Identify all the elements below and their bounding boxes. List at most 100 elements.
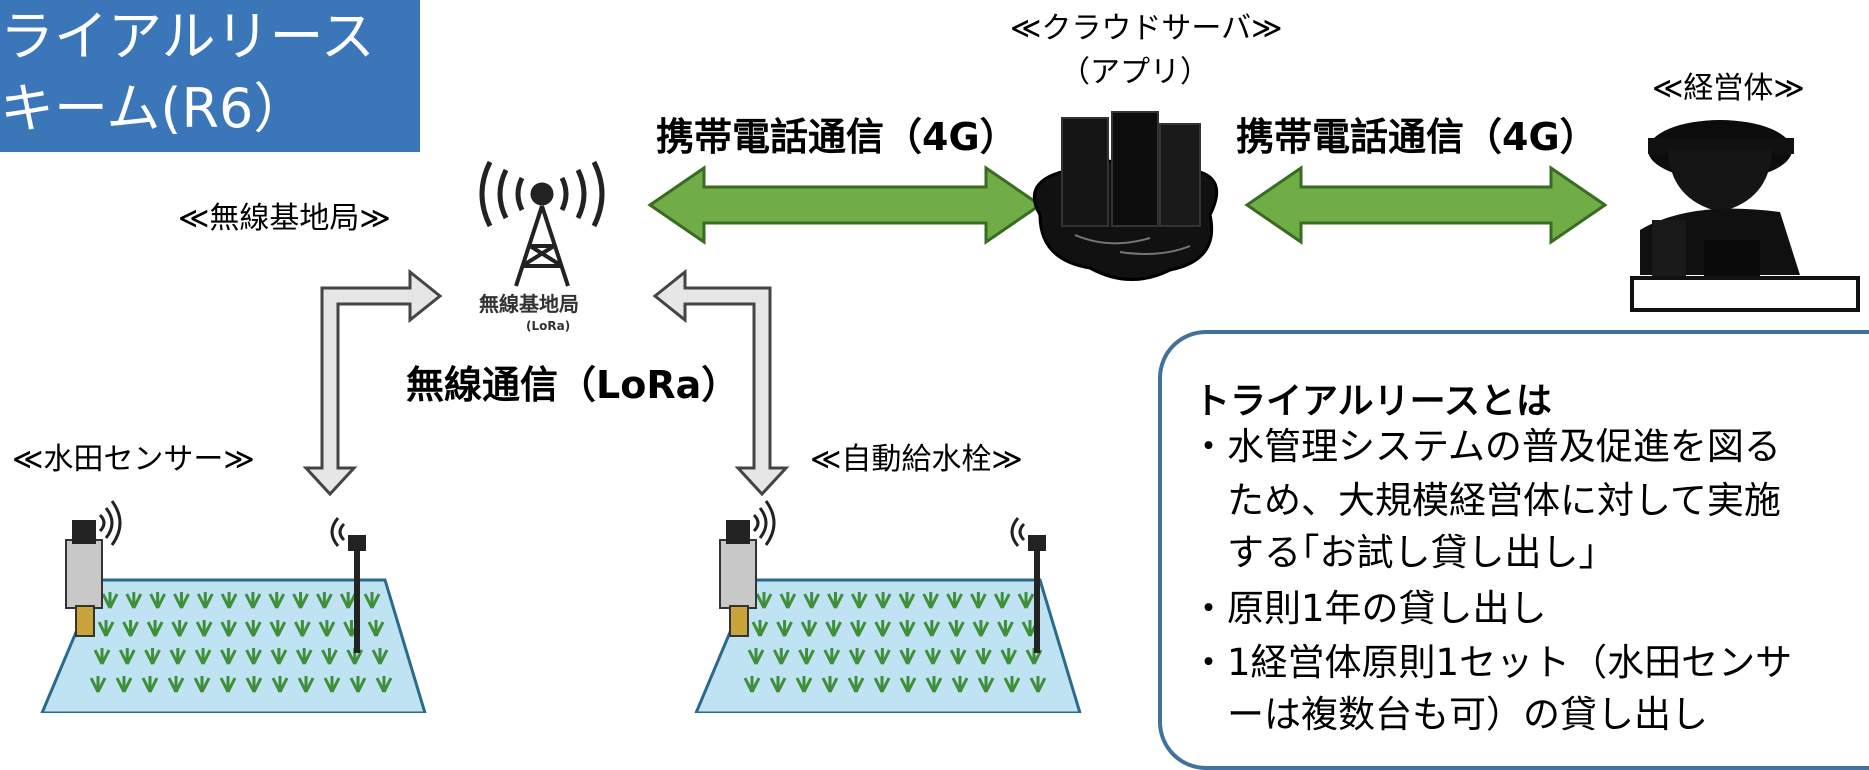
- rice-plant-icon: [244, 620, 262, 637]
- rice-plant-icon: [874, 620, 892, 637]
- rice-plant-icon: [951, 676, 969, 693]
- rice-plant-icon: [173, 592, 190, 609]
- trial-lease-info-box: トライアルリースとは ・水管理システムの普及促進を図る ため、大規模経営体に対し…: [1158, 330, 1869, 770]
- rice-plant-icon: [193, 676, 211, 693]
- rice-plant-icon: [898, 620, 916, 637]
- rice-plant-icon: [924, 648, 942, 665]
- rice-plant-icon: [848, 648, 866, 665]
- rice-plant-icon: [923, 620, 941, 637]
- rice-plants-right: [743, 592, 1047, 693]
- rice-plant-icon: [244, 592, 262, 609]
- rice-plant-icon: [318, 620, 336, 637]
- farmer-icon: [1630, 120, 1860, 312]
- rice-plant-icon: [97, 620, 115, 637]
- title-line-1: ライアルリース: [0, 5, 375, 68]
- rice-plant-icon: [196, 592, 214, 609]
- rice-plants-left: [89, 592, 393, 693]
- paddy-field-right: [694, 578, 1082, 713]
- rice-plant-icon: [349, 676, 367, 693]
- green-arrow-left: [647, 165, 1043, 245]
- rice-plant-icon: [997, 620, 1014, 637]
- rice-plant-icon: [219, 676, 237, 693]
- info-line: ・1経営体原則1セット（水田センサ: [1190, 641, 1793, 684]
- rice-plant-icon: [925, 676, 943, 693]
- rice-plant-icon: [849, 620, 867, 637]
- gray-arrow-valve: [652, 268, 790, 497]
- rice-plant-icon: [371, 648, 389, 665]
- rice-plant-icon: [751, 620, 769, 637]
- rice-plant-icon: [118, 648, 136, 665]
- rice-plant-icon: [245, 648, 262, 665]
- radio-tower-icon: [479, 160, 605, 287]
- sensor-label: ≪水田センサー≫: [12, 442, 255, 477]
- rice-plant-icon: [169, 648, 187, 665]
- tower-caption-sub: (LoRa): [526, 319, 571, 333]
- post-antenna-right: [1010, 517, 1046, 653]
- cell-link-left-label: 携帯電話通信（4G）: [656, 115, 1018, 159]
- rice-plant-icon: [375, 676, 393, 693]
- rice-plant-icon: [149, 592, 166, 609]
- rice-plant-icon: [321, 648, 338, 665]
- cloud-server-icon: [1032, 111, 1219, 281]
- cell-link-right-label: 携帯電話通信（4G）: [1236, 115, 1598, 159]
- tower-caption: 無線基地局: [479, 292, 579, 316]
- rice-plant-icon: [125, 592, 143, 609]
- rice-plant-icon: [873, 676, 891, 693]
- rice-plant-icon: [167, 676, 185, 693]
- rice-plant-icon: [220, 620, 238, 637]
- farmer-label: ≪経営体≫: [1652, 71, 1805, 106]
- rice-plant-icon: [975, 648, 992, 665]
- rice-plant-icon: [922, 592, 940, 609]
- water-sensor-icon-left: [65, 500, 122, 637]
- rice-plant-icon: [772, 648, 790, 665]
- rice-plant-icon: [795, 676, 813, 693]
- rice-plant-icon: [220, 592, 238, 609]
- rice-plant-icon: [1003, 676, 1021, 693]
- rice-plant-icon: [898, 592, 916, 609]
- rice-plant-icon: [899, 648, 916, 665]
- gray-arrow-sensor: [302, 268, 443, 497]
- info-line: ーは複数台も可）の貸し出し: [1190, 693, 1708, 736]
- rice-plant-icon: [101, 592, 119, 609]
- info-heading: トライアルリースとは: [1194, 381, 1552, 422]
- post-antenna-left: [330, 517, 366, 653]
- rice-plant-icon: [295, 648, 313, 665]
- green-arrow-right: [1244, 165, 1608, 245]
- info-line: ・水管理システムの普及促進を図る: [1190, 425, 1781, 468]
- rice-plant-icon: [948, 620, 965, 637]
- rice-plant-icon: [297, 676, 315, 693]
- rice-plant-icon: [798, 648, 815, 665]
- rice-plant-icon: [743, 676, 761, 693]
- rice-plant-icon: [93, 648, 111, 665]
- rice-plant-icon: [825, 620, 842, 637]
- rice-plant-icon: [367, 620, 385, 637]
- lora-link-label: 無線通信（LoRa）: [406, 363, 740, 407]
- rice-plant-icon: [294, 620, 311, 637]
- title-box: ライアルリース キーム(R6）: [0, 0, 420, 152]
- rice-plant-icon: [972, 620, 990, 637]
- title-line-2: キーム(R6）: [0, 77, 308, 140]
- valve-label: ≪自動給水栓≫: [810, 442, 1023, 477]
- rice-plant-icon: [946, 592, 963, 609]
- base-station-label: ≪無線基地局≫: [178, 201, 391, 236]
- rice-plant-icon: [271, 676, 289, 693]
- rice-plant-icon: [269, 620, 287, 637]
- rice-plant-icon: [821, 676, 839, 693]
- rice-plant-icon: [823, 648, 841, 665]
- rice-plant-icon: [316, 592, 333, 609]
- rice-plant-icon: [268, 592, 286, 609]
- rice-plant-icon: [949, 648, 967, 665]
- rice-plant-icon: [800, 620, 818, 637]
- rice-plant-icon: [270, 648, 288, 665]
- rice-plant-icon: [292, 592, 309, 609]
- cloud-server-label: ≪クラウドサーバ≫: [1010, 11, 1283, 46]
- rice-plant-icon: [827, 592, 844, 609]
- rice-plant-icon: [122, 620, 139, 637]
- rice-plant-icon: [803, 592, 820, 609]
- rice-plant-icon: [776, 620, 793, 637]
- rice-plant-icon: [899, 676, 917, 693]
- info-line: ・原則1年の貸し出し: [1190, 587, 1547, 630]
- rice-plant-icon: [220, 648, 237, 665]
- rice-plant-icon: [755, 592, 773, 609]
- rice-plant-icon: [747, 648, 765, 665]
